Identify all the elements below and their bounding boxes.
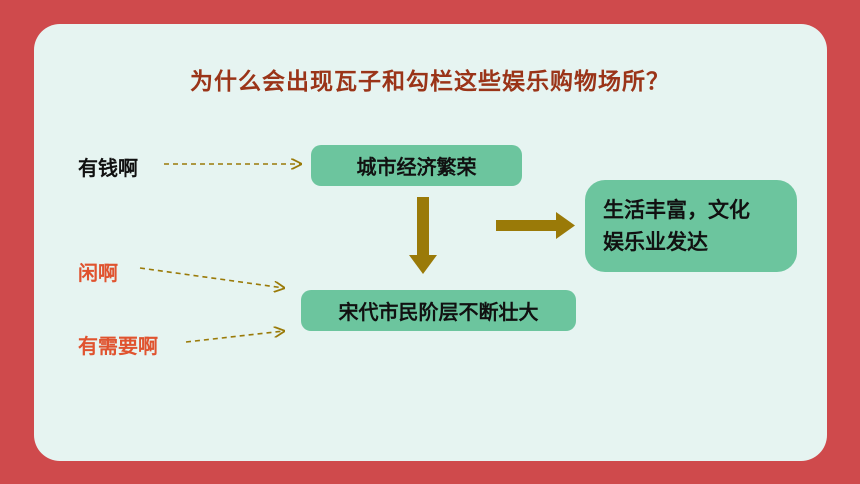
dashed-arrow-need bbox=[185, 331, 284, 343]
label-need: 有需要啊 bbox=[78, 334, 158, 358]
box-rich-life-line2: 娱乐业发达 bbox=[603, 230, 708, 254]
right-arrow bbox=[496, 212, 575, 239]
box-rich-life-line1: 生活丰富，文化 bbox=[603, 198, 750, 222]
box-citizen-class: 宋代市民阶层不断壮大 bbox=[301, 290, 576, 331]
page-title: 为什么会出现瓦子和勾栏这些娱乐购物场所？ bbox=[190, 69, 670, 95]
box-citizen-class-text: 宋代市民阶层不断壮大 bbox=[338, 300, 539, 324]
box-city-economy: 城市经济繁荣 bbox=[311, 145, 522, 186]
label-idle: 闲啊 bbox=[78, 261, 118, 285]
down-arrow bbox=[409, 197, 437, 274]
label-rich: 有钱啊 bbox=[78, 156, 138, 180]
box-rich-life: 生活丰富，文化 娱乐业发达 bbox=[585, 180, 797, 272]
dashed-arrow-idle bbox=[139, 267, 284, 288]
box-city-economy-text: 城市经济繁荣 bbox=[356, 155, 477, 179]
